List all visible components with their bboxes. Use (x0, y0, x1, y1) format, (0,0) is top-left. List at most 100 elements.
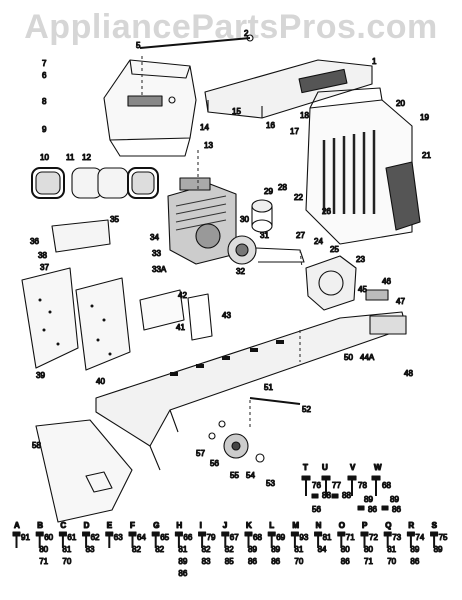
hardware-part-number: 63 (114, 533, 123, 542)
hardware-part-number: 85 (225, 557, 234, 566)
callout-41: 41 (176, 323, 185, 332)
callout-34: 34 (150, 233, 159, 242)
hardware-part-number: 72 (369, 533, 378, 542)
callout-47: 47 (396, 297, 405, 306)
grille-assembly (305, 87, 421, 245)
bolt-icon (35, 531, 44, 537)
hardware-part-number: 80 (364, 545, 373, 554)
hardware-part-number: 86 (341, 557, 350, 566)
callout-8: 8 (42, 97, 47, 106)
main-frame (95, 311, 407, 471)
callout-31: 31 (260, 231, 269, 240)
bolt-icon (151, 531, 160, 537)
bolt-icon (383, 531, 392, 537)
hardware-part-number: 81 (294, 545, 303, 554)
hardware-letter: Q (385, 521, 391, 530)
hardware-letter: M (292, 521, 299, 530)
callout-25: 25 (330, 245, 339, 254)
callout-39: 39 (36, 371, 45, 380)
hardware-part-number: 68 (253, 533, 262, 542)
hardware-part-number: 84 (318, 545, 327, 554)
callout-20: 20 (396, 99, 405, 108)
bolt-icon (221, 531, 230, 537)
bolt-icon (82, 531, 91, 537)
hardware-part-number: 75 (439, 533, 448, 542)
callout-15: 15 (232, 107, 241, 116)
hardware-group-R: R74 89 86 (406, 520, 425, 567)
hardware-part-number: 86 (248, 557, 257, 566)
hardware-part-number: 86 (271, 557, 280, 566)
callout-36: 36 (30, 237, 39, 246)
footrest-panel (35, 419, 133, 523)
hardware-part-number: 82 (155, 545, 164, 554)
callout-1: 1 (372, 57, 377, 66)
callout-38: 38 (38, 251, 47, 260)
callout-28: 28 (278, 183, 287, 192)
hardware-part-number: 74 (415, 533, 424, 542)
hardware-part-number: 89 (271, 545, 280, 554)
hardware-part-number: 93 (299, 533, 308, 542)
hardware-letter: K (246, 521, 252, 530)
engine-block (167, 177, 237, 265)
bolt-icon (58, 531, 67, 537)
bolt-icon (337, 531, 346, 537)
bolt-icon (12, 531, 21, 537)
bolt-icon (105, 531, 114, 537)
hardware-letter: C (60, 521, 66, 530)
hardware-part-number: 83 (202, 557, 211, 566)
callout-33A: 33A (152, 265, 167, 274)
hardware-letter: L (269, 521, 274, 530)
hardware-part-number: 89 (410, 545, 419, 554)
callout-9: 9 (42, 125, 47, 134)
hardware-letter: I (200, 521, 202, 530)
hardware-part-number: 71 (364, 557, 373, 566)
hardware-group-E: E63 (105, 520, 124, 548)
callout-21: 21 (422, 151, 431, 160)
hardware-letter: D (84, 521, 90, 530)
callout-6: 6 (42, 71, 47, 80)
hardware-part-number: 82 (202, 545, 211, 554)
hardware-letter: A (14, 521, 20, 530)
hardware-part-number: 86 (410, 557, 419, 566)
hardware-letter: R (408, 521, 414, 530)
hardware-part-number: 61 (67, 533, 76, 542)
callout-labels: 1 2 5 6 7 8 9 10 11 12 13 14 15 16 17 18… (29, 28, 432, 488)
callout-12: 12 (82, 153, 91, 162)
svg-text:77: 77 (332, 481, 341, 490)
hardware-part-number: 81 (178, 545, 187, 554)
hardware-part-number: 71 (39, 557, 48, 566)
headlights (31, 167, 159, 199)
hardware-letter: H (176, 521, 182, 530)
muffler (251, 199, 273, 233)
hardware-part-number: 71 (346, 533, 355, 542)
svg-text:T: T (303, 463, 308, 472)
hardware-part-number: 89 (178, 557, 187, 566)
hardware-part-number: 80 (341, 545, 350, 554)
svg-text:89: 89 (390, 495, 399, 504)
hardware-part-number: 80 (39, 545, 48, 554)
hardware-group-M: M93 81 70 (290, 520, 309, 567)
bolt-icon (174, 531, 183, 537)
hardware-group-A: A91 (12, 520, 31, 548)
hardware-part-number: 70 (294, 557, 303, 566)
callout-35: 35 (110, 215, 119, 224)
brackets (139, 289, 213, 341)
bolt-icon (430, 531, 439, 537)
hardware-letter: G (153, 521, 159, 530)
callout-29: 29 (264, 187, 273, 196)
callout-57: 57 (196, 449, 205, 458)
callout-51: 51 (264, 383, 273, 392)
hardware-part-number: 82 (132, 545, 141, 554)
leader-lines (141, 56, 303, 430)
steering-rod (139, 34, 254, 49)
callout-46: 46 (382, 277, 391, 286)
svg-text:V: V (350, 463, 356, 472)
callout-24: 24 (314, 237, 323, 246)
